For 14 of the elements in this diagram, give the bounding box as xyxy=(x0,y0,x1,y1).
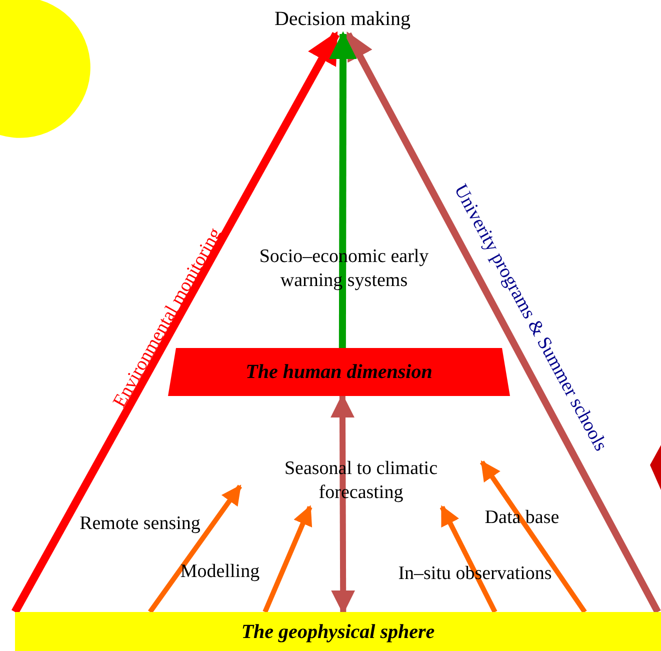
arrow xyxy=(12,31,340,614)
arrow xyxy=(344,32,661,614)
text-label: Data base xyxy=(484,506,560,530)
text-label: Remote sensing xyxy=(78,512,202,536)
arrow xyxy=(440,505,498,614)
band-title: The human dimension xyxy=(246,360,432,384)
arrow xyxy=(148,484,242,614)
arrow xyxy=(329,31,357,348)
arrow xyxy=(330,394,356,614)
arrow xyxy=(480,460,587,614)
band-title: The geophysical sphere xyxy=(241,620,435,644)
text-label: Modelling xyxy=(179,560,261,584)
arrow xyxy=(262,505,312,613)
node-label: Decision making xyxy=(273,7,412,31)
